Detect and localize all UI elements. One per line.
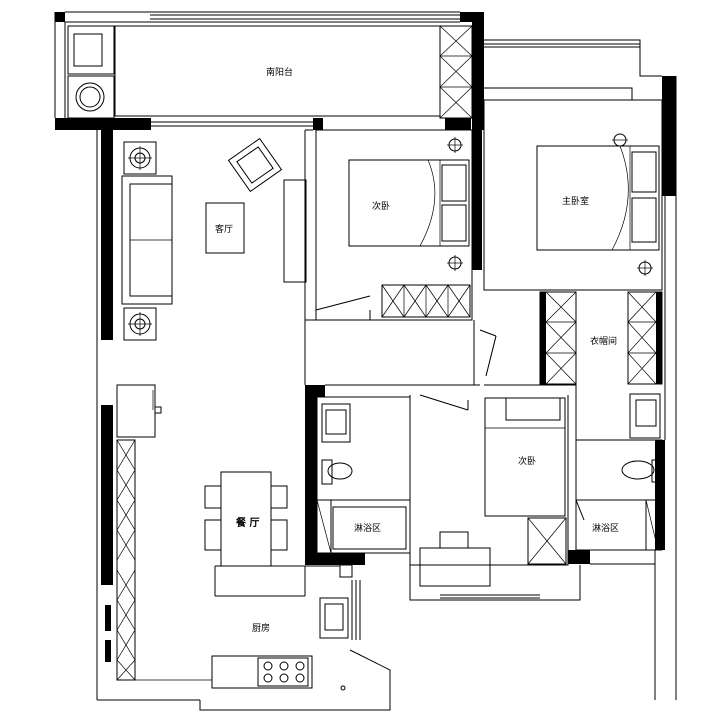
room-labels: 南阳台 客厅 次卧 主卧室 衣帽间 次卧 餐 厅 厨房 淋浴区 淋浴区	[215, 66, 619, 634]
bedroom-second-top-furniture	[315, 129, 473, 321]
label-shower-area-right: 淋浴区	[592, 522, 619, 534]
label-bedroom-second-mid: 次卧	[518, 455, 536, 467]
kitchen-furniture	[135, 564, 361, 691]
left-bathroom	[316, 396, 411, 554]
label-bedroom-second-top: 次卧	[372, 200, 390, 212]
outer-outline	[54, 11, 677, 711]
label-shower-area-left: 淋浴区	[354, 522, 381, 534]
label-living-room: 客厅	[215, 223, 233, 235]
label-kitchen: 厨房	[252, 622, 270, 634]
dining-furniture	[105, 439, 340, 681]
label-dining-room: 餐 厅	[235, 516, 259, 529]
balcony	[67, 25, 473, 127]
thick-walls	[55, 12, 676, 585]
label-walk-in-closet: 衣帽间	[590, 335, 617, 347]
master-bedroom-furniture	[483, 99, 663, 291]
right-bathroom	[575, 439, 663, 551]
bedroom-second-mid-furniture	[409, 394, 569, 587]
label-master-bedroom: 主卧室	[562, 195, 589, 207]
walk-in-closet	[484, 291, 663, 441]
label-balcony-south: 南阳台	[266, 66, 293, 78]
